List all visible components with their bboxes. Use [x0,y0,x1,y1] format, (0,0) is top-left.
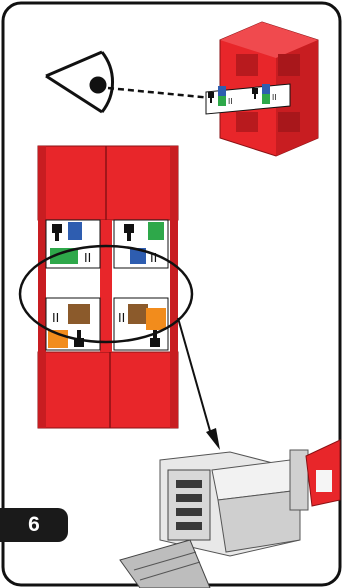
step-number-badge: 6 [0,508,68,542]
port-label-top-left: II [84,250,91,265]
housing-perspective: II II [206,22,318,156]
keystone-jack [120,440,340,588]
small-label-right: II [272,93,276,102]
eye-icon [46,52,113,112]
port-label-bottom-left: II [52,310,59,325]
pointer-arrow [178,318,220,450]
port-label-bottom-right: II [118,310,125,325]
housing-front: II II II II [38,146,178,428]
line-of-sight [108,88,212,98]
small-label-left: II [228,97,232,106]
